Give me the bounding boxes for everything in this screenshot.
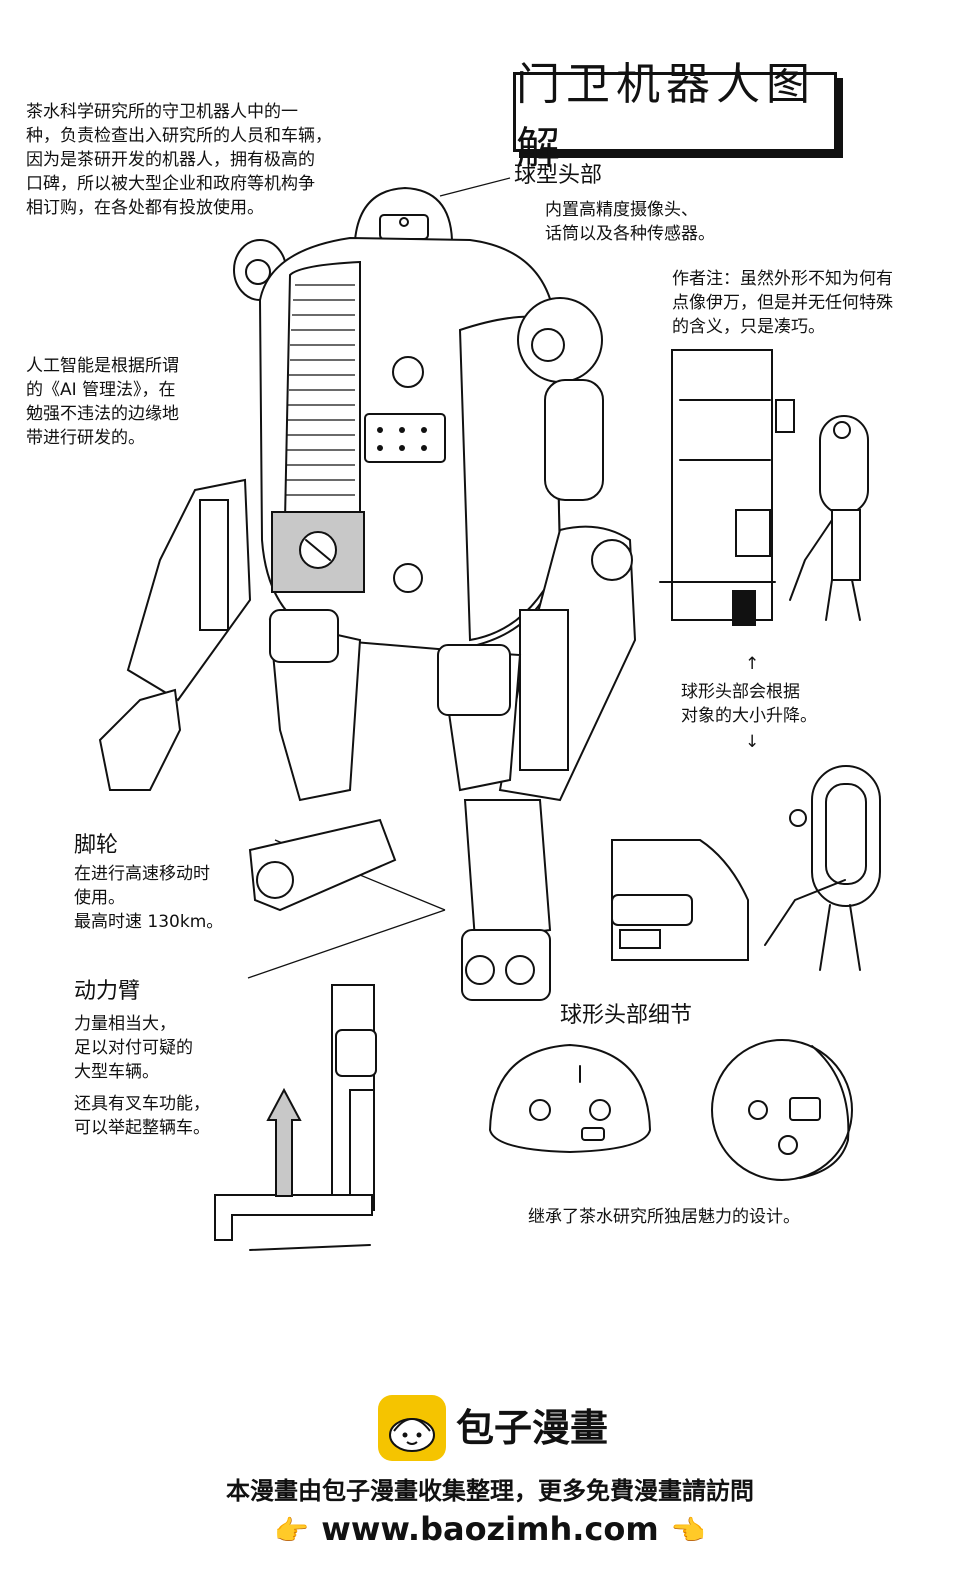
detail-section-heading: 球形头部细节 bbox=[560, 1003, 693, 1028]
detail-section-caption: 继承了茶水研究所独居魅力的设计。 bbox=[528, 1207, 800, 1227]
pointing-left-icon: 👈 bbox=[670, 1514, 706, 1547]
arrow-up-icon: ↑ bbox=[745, 654, 760, 674]
head-section-desc: 内置高精度摄像头、 话筒以及各种传感器。 bbox=[545, 200, 715, 244]
wheel-section-heading: 脚轮 bbox=[74, 833, 119, 858]
arm-section-heading: 动力臂 bbox=[74, 979, 141, 1004]
main-robot-drawing bbox=[98, 186, 637, 1001]
height-note: 球形头部会根据 对象的大小升降。 bbox=[681, 682, 817, 726]
footer-url-row: 👉 www.baozimh.com 👈 bbox=[0, 1508, 980, 1552]
author-note: 作者注：虽然外形不知为何有 点像伊万，但是并无任何特殊 的含义，只是凑巧。 bbox=[672, 269, 893, 337]
pointing-right-icon: 👉 bbox=[274, 1514, 310, 1547]
head-section-heading: 球型头部 bbox=[514, 163, 603, 188]
head-detail-drawing bbox=[488, 1039, 853, 1181]
arrow-down-icon: ↓ bbox=[745, 732, 760, 752]
wheel-section-desc: 在进行高速移动时 使用。 最高时速 130km。 bbox=[74, 864, 224, 932]
logo-text: 包子漫畫 bbox=[456, 1406, 609, 1450]
car-vignette-drawing bbox=[611, 765, 881, 971]
ai-law-note: 人工智能是根据所谓 的《AI 管理法》，在 勉强不违法的边缘地 带进行研发的。 bbox=[26, 356, 179, 448]
intro-text: 茶水科学研究所的守卫机器人中的一 种，负责检查出入研究所的人员和车辆， 因为是茶… bbox=[26, 102, 332, 218]
footer-notice: 本漫畫由包子漫畫收集整理，更多免費漫畫請訪問 bbox=[226, 1477, 754, 1505]
page-title: 门卫机器人图解 bbox=[516, 59, 816, 174]
baozi-logo-icon bbox=[378, 1395, 446, 1461]
arm-section-desc-2: 还具有叉车功能， 可以举起整辆车。 bbox=[74, 1094, 210, 1138]
site-url-link[interactable]: www.baozimh.com bbox=[321, 1510, 659, 1548]
power-arm-drawing bbox=[214, 984, 377, 1251]
title-box: 门卫机器人图解 bbox=[513, 59, 837, 174]
truck-vignette-drawing bbox=[659, 349, 869, 626]
arm-section-desc-1: 力量相当大， 足以对付可疑的 大型车辆。 bbox=[74, 1014, 193, 1082]
